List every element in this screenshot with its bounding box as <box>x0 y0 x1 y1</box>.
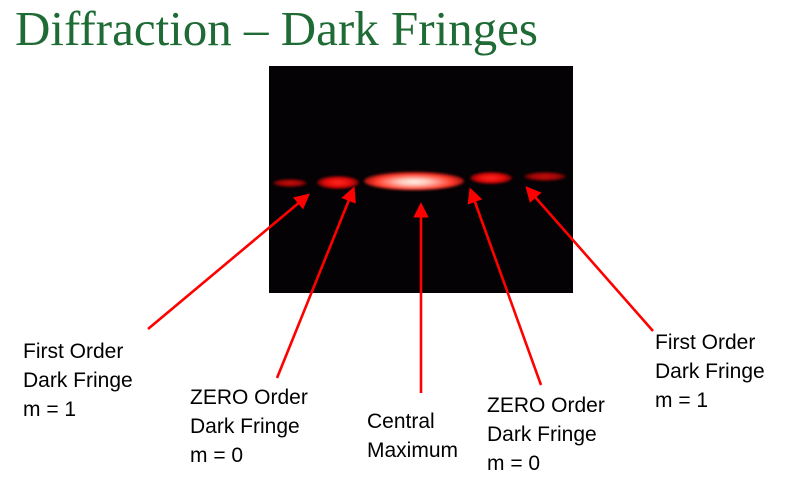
diffraction-pattern-photo <box>269 66 573 293</box>
label-line: Dark Fringe <box>487 423 597 446</box>
label-line: m = 1 <box>23 398 77 421</box>
label-line: Dark Fringe <box>23 369 133 392</box>
label-zero-order-left: ZERO Order Dark Fringe m = 0 <box>190 383 308 470</box>
label-line: First Order <box>23 340 124 363</box>
second-left-bright-fringe <box>273 179 307 187</box>
label-line: ZERO Order <box>190 386 308 409</box>
label-line: m = 0 <box>190 444 244 467</box>
slide-title: Diffraction – Dark Fringes <box>15 1 538 56</box>
label-central-maximum: Central Maximum <box>367 407 458 465</box>
label-line: ZERO Order <box>487 394 605 417</box>
label-line: Central <box>367 410 435 433</box>
second-right-bright-fringe <box>524 172 566 181</box>
first-right-bright-fringe <box>470 172 512 184</box>
label-line: Dark Fringe <box>190 415 300 438</box>
label-zero-order-right: ZERO Order Dark Fringe m = 0 <box>487 391 605 478</box>
label-line: First Order <box>655 331 756 354</box>
label-line: Dark Fringe <box>655 360 765 383</box>
label-line: Maximum <box>367 439 459 462</box>
label-first-order-right: First Order Dark Fringe m = 1 <box>655 328 765 415</box>
label-first-order-left: First Order Dark Fringe m = 1 <box>23 337 133 424</box>
central-maximum-spot <box>364 172 464 190</box>
label-line: m = 0 <box>487 452 541 475</box>
first-left-bright-fringe <box>317 176 359 189</box>
label-line: m = 1 <box>655 389 709 412</box>
